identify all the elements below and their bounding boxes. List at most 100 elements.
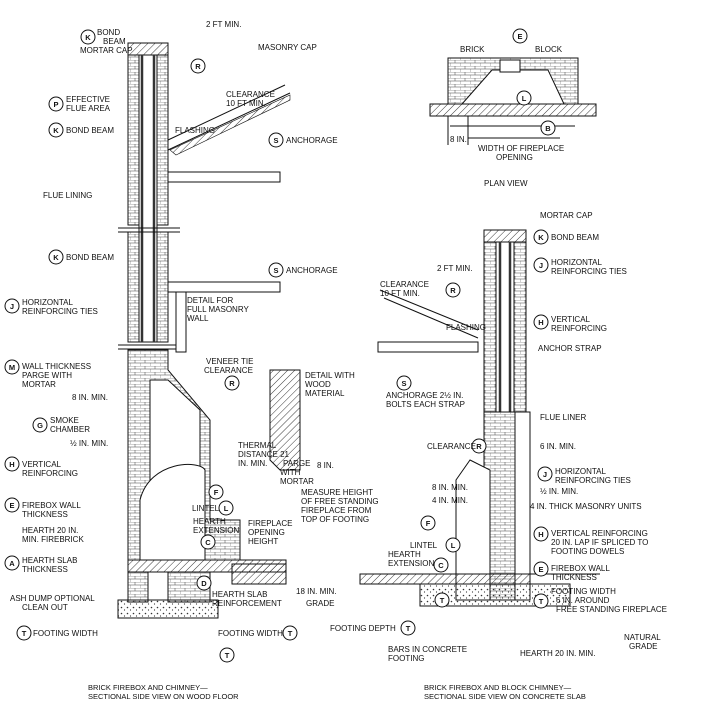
badge-d: D <box>196 575 212 591</box>
label-parge-3: MORTAR <box>280 477 314 486</box>
badge-t-right-1: T <box>434 592 450 608</box>
label-2ft-min: 2 FT MIN. <box>206 20 241 29</box>
svg-text:E: E <box>517 32 522 41</box>
svg-text:L: L <box>224 504 229 513</box>
plan-8in: 8 IN. <box>450 135 467 144</box>
label-hearth-slab-2: THICKNESS <box>22 565 68 574</box>
svg-text:K: K <box>538 233 544 242</box>
label-fireplace-opening-3: HEIGHT <box>248 537 278 546</box>
r-anchor-strap: ANCHOR STRAP <box>538 344 602 353</box>
badge-j-right-1: J <box>533 257 549 273</box>
r-footing-depth: FOOTING DEPTH <box>330 624 396 633</box>
svg-text:B: B <box>545 124 551 133</box>
badge-e-right: E <box>533 561 549 577</box>
r-natural-grade-2: GRADE <box>629 642 657 651</box>
label-firebox-wall-2: THICKNESS <box>22 510 68 519</box>
r-6in-min: 6 IN. MIN. <box>540 442 576 451</box>
badge-s-2: S <box>268 262 284 278</box>
label-bond-beam-mortar-cap-3: MORTAR CAP <box>80 46 133 55</box>
label-lintel: LINTEL <box>192 504 220 513</box>
badge-c-1: C <box>200 534 216 550</box>
badge-f-right: F <box>420 515 436 531</box>
label-fireplace-opening-1: FIREPLACE <box>248 519 292 528</box>
svg-text:K: K <box>53 126 59 135</box>
r-firebox-1: FIREBOX WALL <box>551 564 610 573</box>
label-hearth-slab-reinf-2: REINFORCEMENT <box>212 599 282 608</box>
right-caption-1: BRICK FIREBOX AND BLOCK CHIMNEY— <box>424 683 572 692</box>
left-labels: BOND BEAM MORTAR CAP 2 FT MIN. MASONRY C… <box>10 20 379 701</box>
label-flashing: FLASHING <box>175 126 215 135</box>
label-bond-beam-mortar-cap-2: BEAM <box>103 37 126 46</box>
label-parge-1: PARGE <box>283 459 310 468</box>
r-firebox-2: THICKNESS <box>551 573 597 582</box>
svg-text:J: J <box>543 470 547 479</box>
label-clearance-2: 10 FT MIN. <box>226 99 266 108</box>
label-hearth-slab-1: HEARTH SLAB <box>22 556 77 565</box>
r-horiz-ties-1: HORIZONTAL <box>551 258 603 267</box>
label-thermal-2: DISTANCE 21 <box>238 450 290 459</box>
svg-text:T: T <box>22 629 27 638</box>
r-flue-liner: FLUE LINER <box>540 413 586 422</box>
svg-text:S: S <box>401 379 406 388</box>
label-ash-dump-1: ASH DUMP OPTIONAL <box>10 594 95 603</box>
badge-t-3: T <box>219 647 235 663</box>
badge-r-2: R <box>224 375 240 391</box>
label-8in: 8 IN. <box>317 461 334 470</box>
r-hearth-ext-2: EXTENSION <box>388 559 434 568</box>
svg-text:R: R <box>450 286 456 295</box>
label-18in-2: GRADE <box>306 599 334 608</box>
svg-text:D: D <box>201 579 207 588</box>
label-wall-thickness-1: WALL THICKNESS <box>22 362 91 371</box>
label-anchorage-2: ANCHORAGE <box>286 266 338 275</box>
r-2ft-min: 2 FT MIN. <box>437 264 472 273</box>
r-clearance-1: CLEARANCE <box>380 280 429 289</box>
r-mortar-cap: MORTAR CAP <box>540 211 593 220</box>
label-measure-height-1: MEASURE HEIGHT <box>301 488 373 497</box>
label-smoke-chamber-1: SMOKE <box>50 416 79 425</box>
svg-text:F: F <box>426 519 431 528</box>
r-vert-20-1: VERTICAL REINFORCING <box>551 529 648 538</box>
label-veneer-tie-2: CLEARANCE <box>204 366 253 375</box>
label-vertical-reinforcing-1: VERTICAL <box>22 460 62 469</box>
svg-text:A: A <box>9 559 15 568</box>
r-hearth-20: HEARTH 20 IN. MIN. <box>520 649 595 658</box>
letter-badges: K R P K S K S J M R G H F E L C A D T T … <box>4 28 556 663</box>
badge-h-right-1: H <box>533 314 549 330</box>
label-bond-beam: BOND BEAM <box>66 126 114 135</box>
label-ash-dump-2: CLEAN OUT <box>22 603 68 612</box>
r-vert-reinf-2: REINFORCING <box>551 324 607 333</box>
svg-text:L: L <box>522 94 527 103</box>
left-caption-2: SECTIONAL SIDE VIEW ON WOOD FLOOR <box>88 692 239 701</box>
label-detail-masonry-1: DETAIL FOR <box>187 296 233 305</box>
svg-text:T: T <box>406 624 411 633</box>
label-detail-masonry-2: FULL MASONRY <box>187 305 249 314</box>
badge-r-1: R <box>190 58 206 74</box>
r-clearance: CLEARANCE <box>427 442 476 451</box>
label-flue-lining: FLUE LINING <box>43 191 92 200</box>
left-caption-1: BRICK FIREBOX AND CHIMNEY— <box>88 683 208 692</box>
label-masonry-cap: MASONRY CAP <box>258 43 317 52</box>
badge-l-plan: L <box>516 90 532 106</box>
svg-text:P: P <box>53 100 58 109</box>
badge-a: A <box>4 555 20 571</box>
badge-k-right: K <box>533 229 549 245</box>
label-wall-thickness-2: PARGE WITH <box>22 371 72 380</box>
badge-s-1: S <box>268 132 284 148</box>
r-vert-20-3: FOOTING DOWELS <box>551 547 624 556</box>
r-vert-reinf-1: VERTICAL <box>551 315 591 324</box>
badge-k-2: K <box>48 122 64 138</box>
svg-text:G: G <box>37 421 43 430</box>
label-anchorage: ANCHORAGE <box>286 136 338 145</box>
r-8in-min: 8 IN. MIN. <box>432 483 468 492</box>
r-bond-beam: BOND BEAM <box>551 233 599 242</box>
badge-r-right-1: R <box>445 282 461 298</box>
badge-f-1: F <box>208 484 224 500</box>
label-18in-1: 18 IN. MIN. <box>296 587 336 596</box>
badge-j-1: J <box>4 298 20 314</box>
r-anchorage-2: BOLTS EACH STRAP <box>386 400 465 409</box>
label-hearth-slab-reinf-1: HEARTH SLAB <box>212 590 267 599</box>
r-footing-3: FREE STANDING FIREPLACE <box>556 605 667 614</box>
label-measure-height-4: TOP OF FOOTING <box>301 515 369 524</box>
svg-text:T: T <box>288 629 293 638</box>
